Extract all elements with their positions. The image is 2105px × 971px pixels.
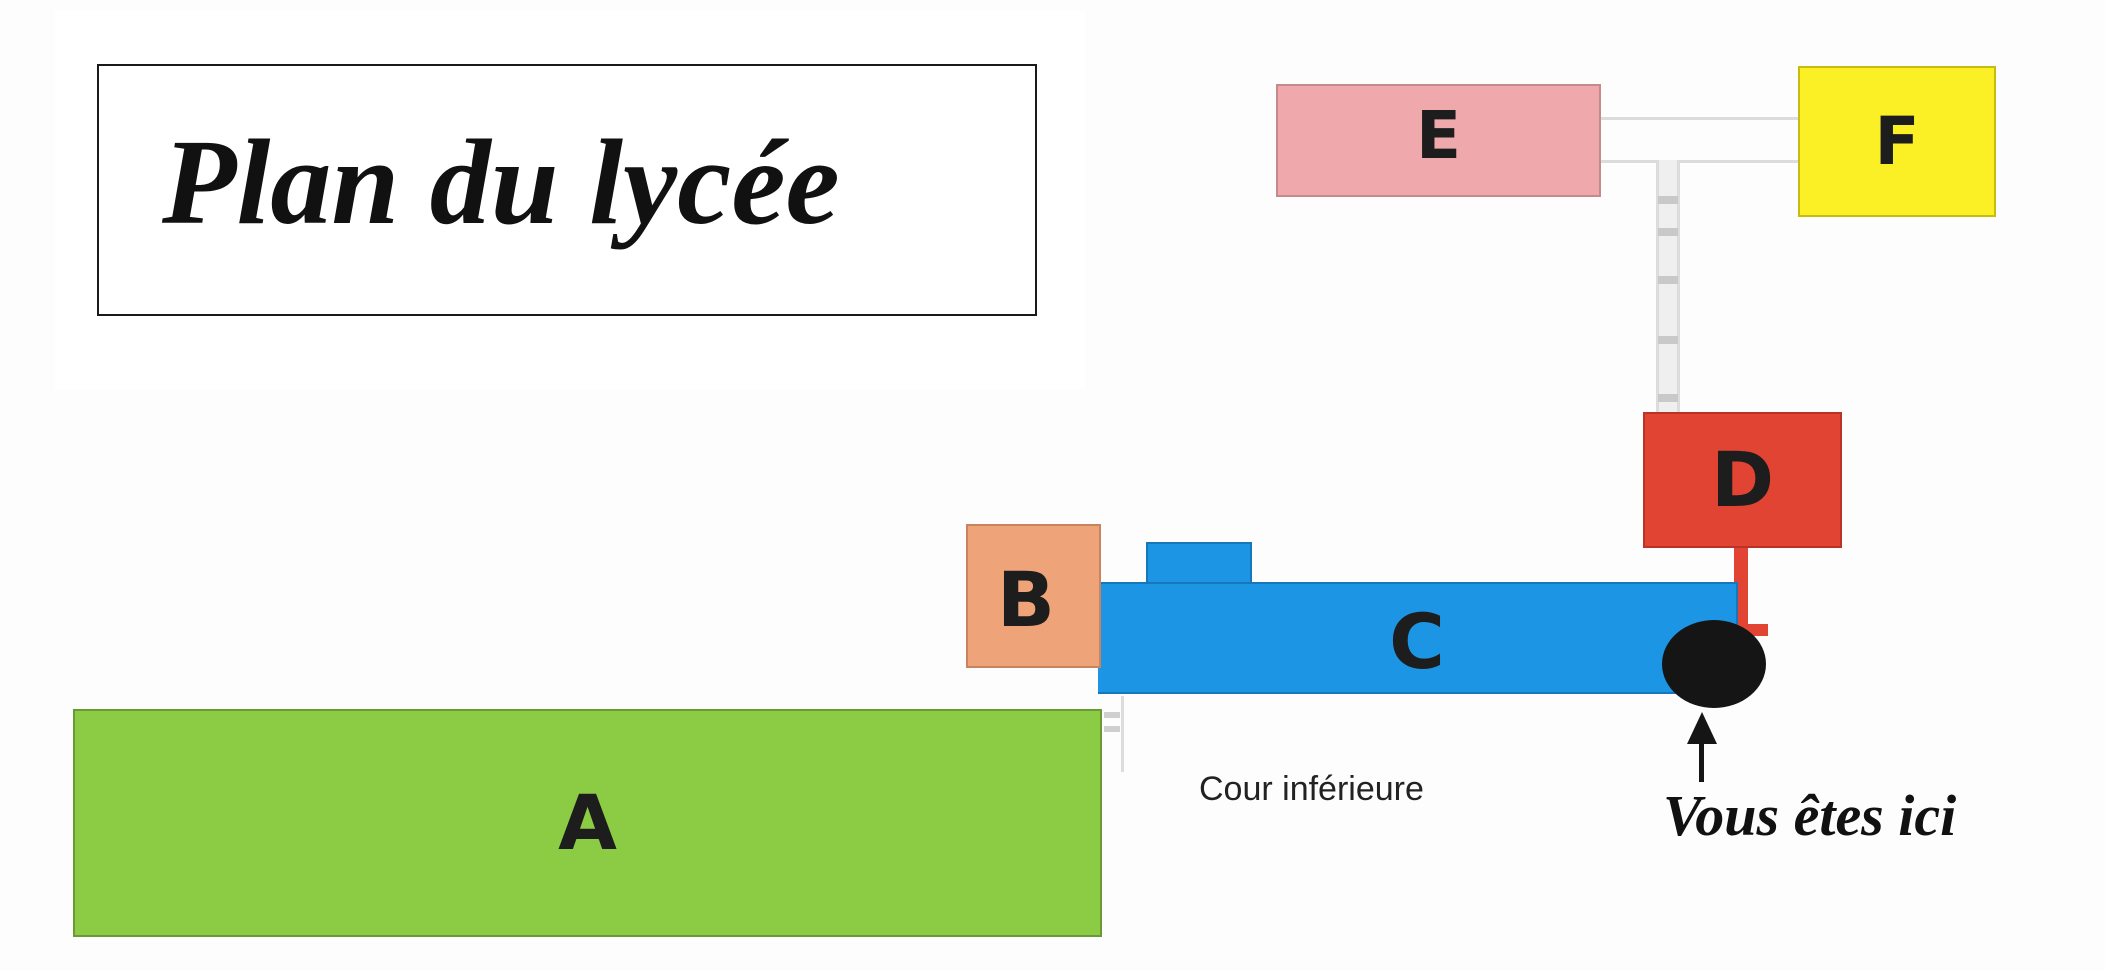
- building-e-label: E: [1415, 97, 1462, 174]
- building-e[interactable]: E: [1276, 84, 1601, 197]
- building-b[interactable]: B: [966, 524, 1101, 668]
- stair-step: [1658, 336, 1678, 344]
- arrow-up-icon: [1687, 712, 1717, 744]
- building-c[interactable]: C: [1098, 582, 1738, 694]
- arrow-shaft: [1699, 742, 1704, 782]
- stair-step: [1104, 726, 1120, 732]
- walkway-a-to-c: [1102, 696, 1124, 772]
- building-c-annex: [1146, 542, 1252, 586]
- stair-step: [1658, 196, 1678, 204]
- stair-step: [1104, 712, 1120, 718]
- building-f-label: F: [1874, 102, 1920, 180]
- page-title: Plan du lycée: [162, 115, 840, 250]
- stair-step: [1658, 276, 1678, 284]
- building-a[interactable]: A: [73, 709, 1102, 937]
- location-dot-icon: [1662, 620, 1766, 708]
- stair-step: [1658, 394, 1678, 402]
- title-box: Plan du lycée: [97, 64, 1037, 316]
- building-b-label: B: [997, 555, 1055, 644]
- building-f[interactable]: F: [1798, 66, 1996, 217]
- walkway-e-f-bottom: [1601, 160, 1799, 163]
- walkway-e-f-top: [1601, 117, 1799, 120]
- you-are-here-label: Vous êtes ici: [1663, 783, 1957, 848]
- building-a-label: A: [558, 778, 617, 867]
- court-label: Cour inférieure: [1199, 770, 1424, 808]
- building-c-label: C: [1389, 597, 1445, 686]
- stair-step: [1658, 228, 1678, 236]
- building-d-label: D: [1710, 435, 1775, 524]
- building-d[interactable]: D: [1643, 412, 1842, 548]
